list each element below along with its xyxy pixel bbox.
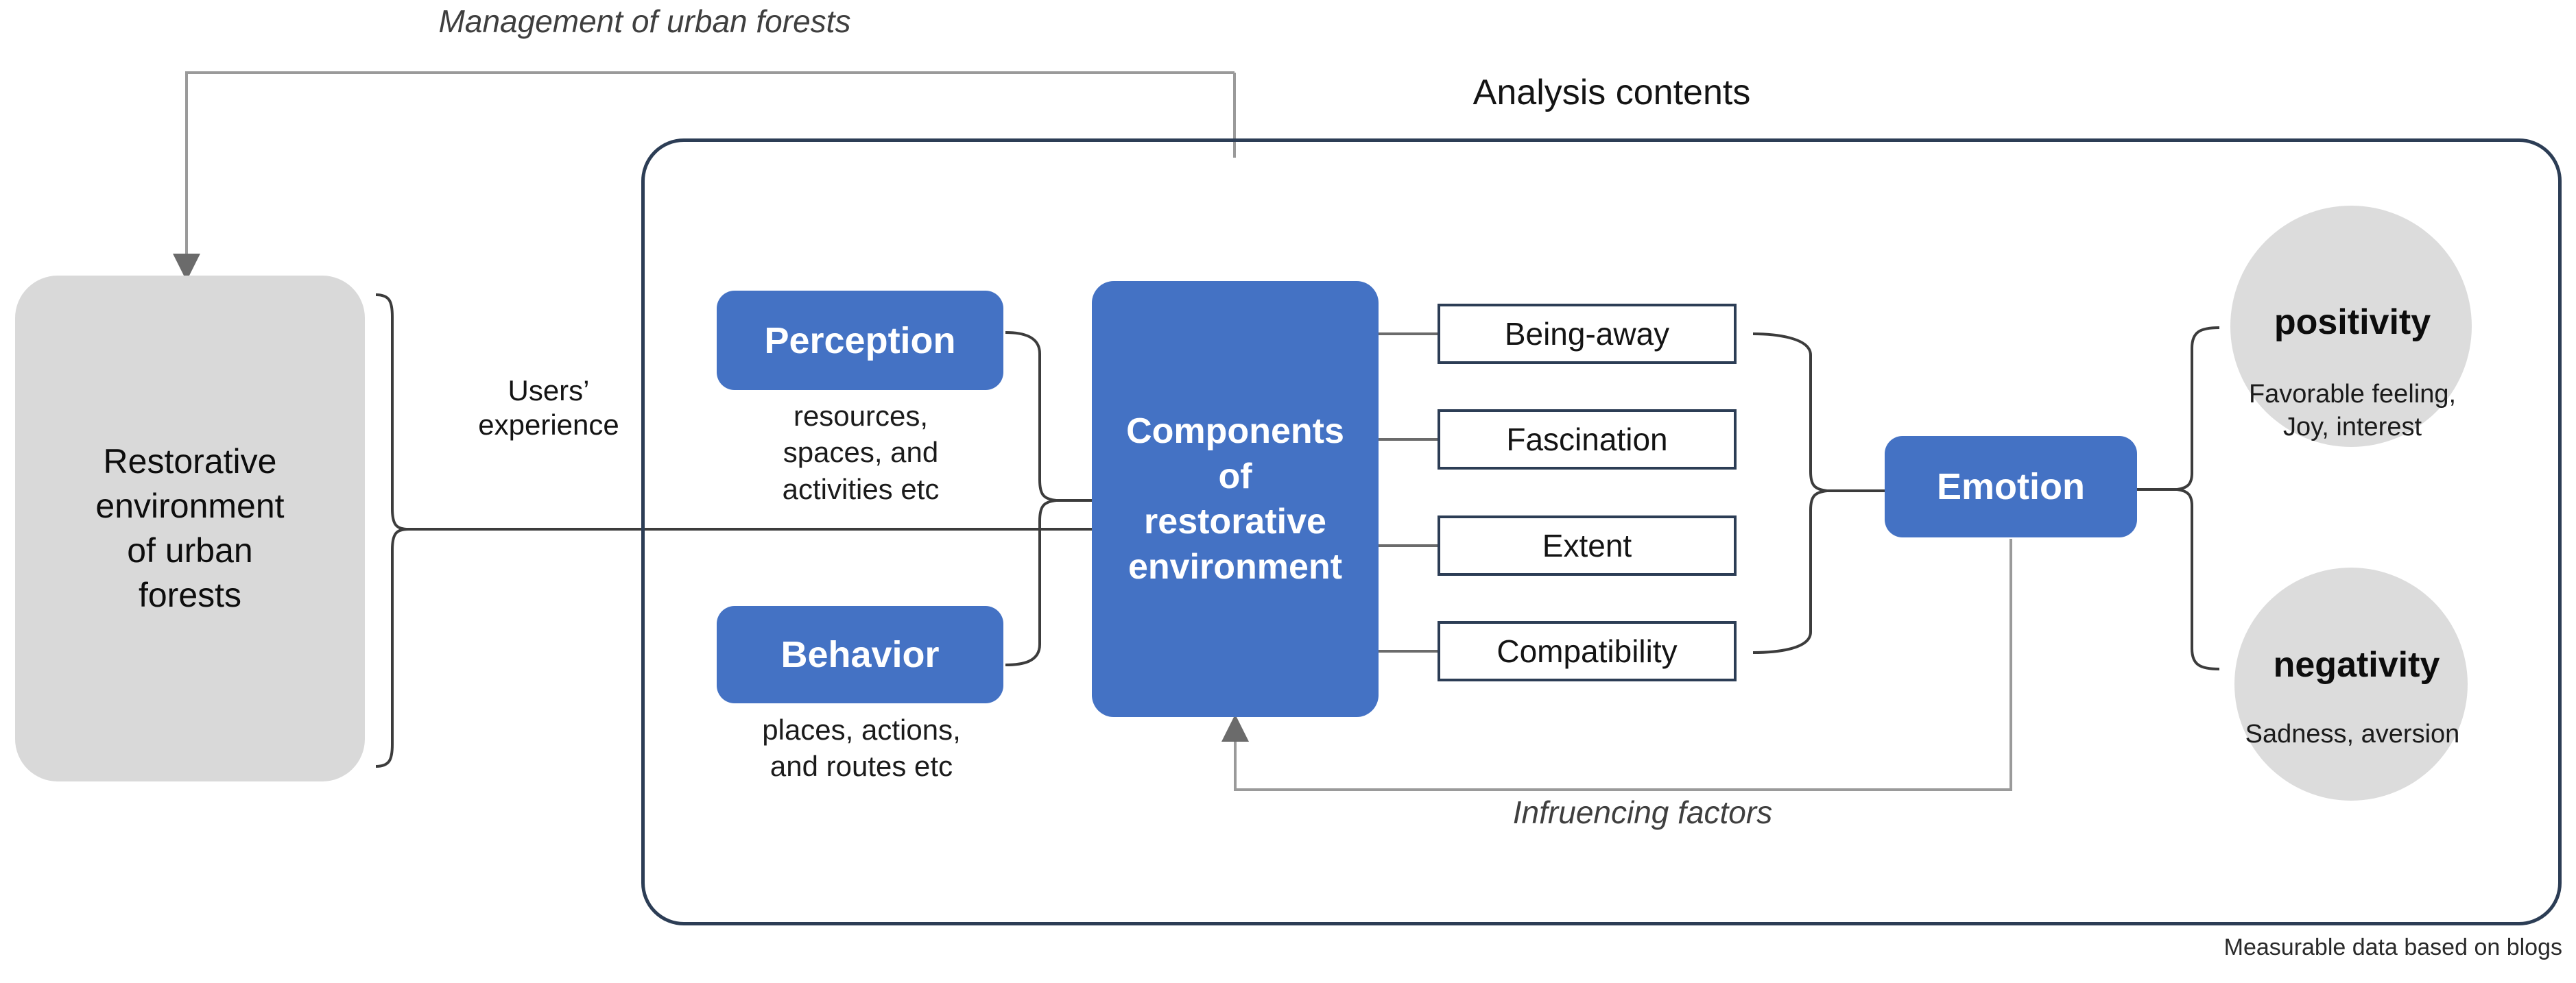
component-box-compatibility[interactable]: Compatibility — [1438, 621, 1737, 681]
behavior-node[interactable]: Behavior — [717, 606, 1003, 703]
management-loop-arrow — [173, 71, 1236, 281]
positivity-subcaption: Favorable feeling, Joy, interest — [2248, 380, 2457, 441]
influencing-factors-label: Infruencing factors — [1512, 794, 1773, 830]
component-box-extent[interactable]: Extent — [1438, 515, 1737, 576]
components-of-restorative-environment-node[interactable]: Components of restorative environment — [1092, 281, 1379, 717]
positivity-circle — [2230, 206, 2472, 447]
perception-subcaption: resources, spaces, and activities etc — [782, 400, 940, 505]
component-fan-lines — [1379, 332, 1438, 653]
component-box-fascination[interactable]: Fascination — [1438, 409, 1737, 470]
negativity-circle — [2234, 568, 2468, 801]
analysis-contents-title: Analysis contents — [1472, 73, 1751, 112]
users-experience-label: Users’ experience — [478, 374, 619, 441]
negativity-subcaption: Sadness, aversion — [2245, 720, 2460, 749]
component-box-being-away[interactable]: Being-away — [1438, 304, 1737, 364]
measurable-data-caption: Measurable data based on blogs — [2223, 934, 2562, 960]
emotion-node[interactable]: Emotion — [1885, 436, 2137, 537]
behavior-subcaption: places, actions, and routes etc — [762, 714, 961, 783]
outcome-brace — [2137, 326, 2220, 670]
inputs-brace — [1005, 331, 1092, 666]
positivity-title: positivity — [2274, 302, 2431, 342]
analysis-contents-container — [641, 138, 2562, 925]
perception-node[interactable]: Perception — [717, 291, 1003, 390]
management-of-urban-forests-label: Management of urban forests — [438, 3, 851, 39]
influencing-loop-arrow — [1221, 539, 2012, 791]
restorative-environment-node[interactable]: Restorative environment of urban forests — [15, 276, 365, 781]
negativity-title: negativity — [2273, 645, 2440, 685]
emotion-brace — [1752, 332, 1885, 654]
